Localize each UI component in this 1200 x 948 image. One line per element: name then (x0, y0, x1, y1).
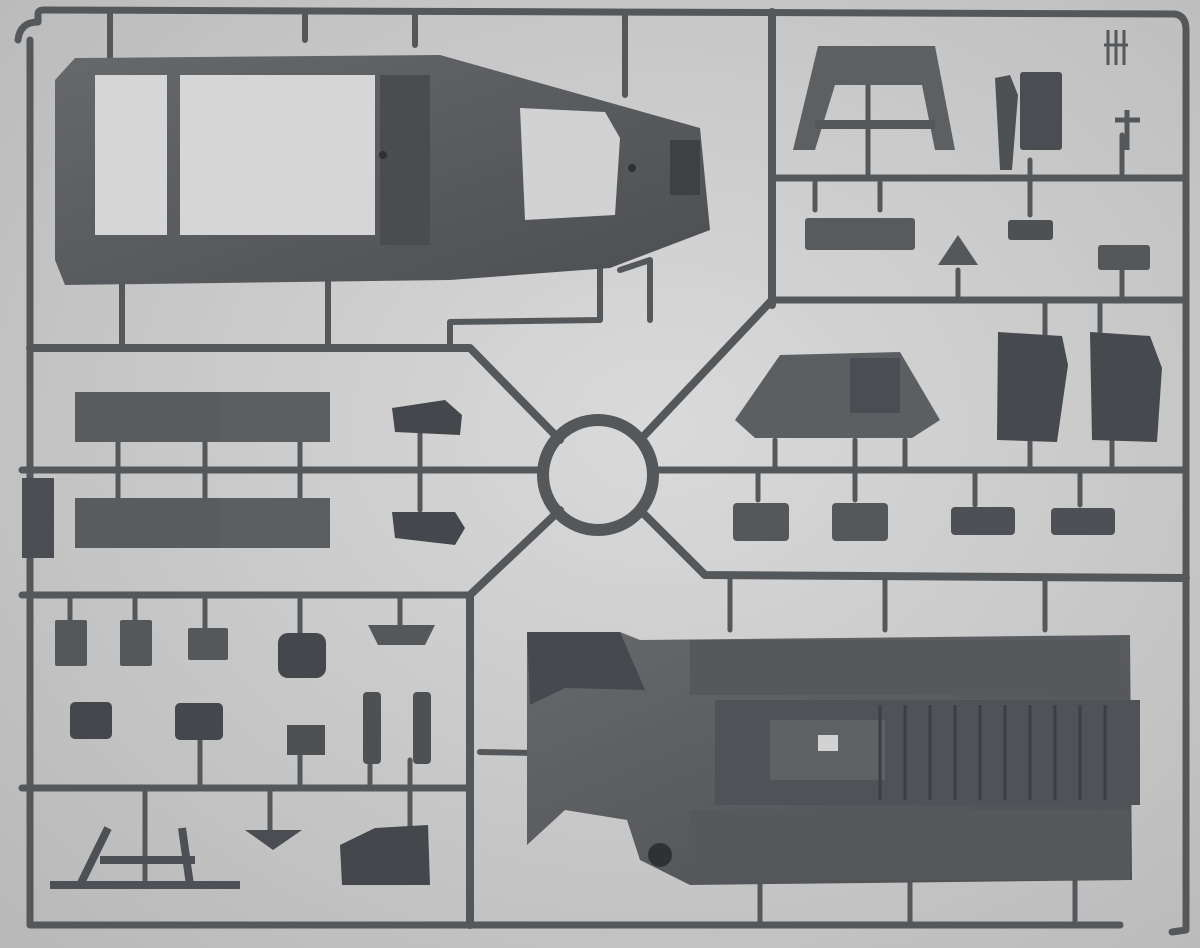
mirror-part (175, 703, 223, 740)
fender-panel (220, 392, 330, 442)
lower-hull-port (648, 843, 672, 867)
runner-hub-ring (537, 414, 659, 536)
mirror-part (70, 702, 112, 739)
armor-plate-left (997, 332, 1068, 442)
runner-arm-bottom-right (636, 506, 1190, 582)
lower-hull-part (527, 632, 1140, 885)
tray-part (368, 625, 435, 645)
bracket-part (995, 75, 1018, 170)
wedge-part (340, 825, 430, 885)
box-part (951, 507, 1015, 535)
bench-part (805, 218, 915, 250)
runner-top-gates (107, 9, 628, 351)
runner-lower-left-gates (67, 592, 413, 883)
mudflap-part (392, 400, 462, 435)
lower-hull-ribs (878, 705, 1107, 800)
middle-right-parts (733, 332, 1162, 541)
jerrycan-part (733, 503, 789, 541)
box-part (1051, 508, 1115, 535)
armor-plate-right (1090, 332, 1162, 442)
middle-left-parts (22, 392, 465, 558)
fender-panel (220, 498, 330, 548)
upper-hull-opening-left (95, 75, 167, 235)
triangle-part (938, 235, 978, 265)
fender-panel (75, 392, 220, 442)
cross-block-part (1098, 245, 1150, 270)
upper-hull-rivet (628, 164, 636, 172)
lower-left-parts (50, 620, 435, 889)
runner-arm-top-left (26, 344, 564, 444)
upper-hull-opening-center (180, 75, 375, 235)
small-box-part (120, 620, 152, 666)
runner-mid-right-gates (755, 437, 1115, 508)
upper-hull-side-panel (380, 75, 430, 245)
side-tab-part (22, 478, 54, 558)
rail-part (363, 692, 381, 764)
cross-part (1115, 110, 1140, 150)
runner-lower-right-gates (727, 575, 1078, 928)
upper-hull-vent (670, 140, 700, 195)
runner-outer-frame (14, 6, 1190, 936)
lower-hull-front-left (527, 632, 645, 705)
lower-hull-deck-bottom (690, 810, 1130, 880)
lower-hull-deck-top (690, 640, 1120, 695)
runner-mid-left-gates (115, 427, 423, 513)
small-box-part (55, 620, 87, 666)
runner-arm-top-right (636, 296, 776, 444)
arrow-part (245, 830, 302, 850)
upper-hull-opening-front (520, 108, 620, 220)
mudflap-part (392, 512, 465, 545)
bracket-block-part (287, 725, 325, 755)
engine-cover-detail (850, 358, 900, 413)
upper-hull-part (55, 55, 710, 285)
upper-hull-rivet (379, 151, 387, 159)
runner-hull-gates (119, 257, 653, 351)
plate-part (1020, 72, 1062, 150)
sprue-runner (14, 6, 1190, 936)
lower-hull-hatch-opening (818, 735, 838, 751)
jerrycan-part (832, 503, 888, 541)
seat-frame-part (793, 46, 955, 150)
fork-part (1104, 30, 1128, 65)
fender-panel (75, 498, 220, 548)
small-block-part (1008, 220, 1053, 240)
bumper-frame-part (50, 826, 240, 889)
seat-frame-crossbar (815, 120, 935, 129)
helmet-part (278, 633, 326, 678)
small-box-part (188, 628, 228, 660)
rail-part (413, 692, 431, 764)
top-right-parts (793, 30, 1150, 270)
